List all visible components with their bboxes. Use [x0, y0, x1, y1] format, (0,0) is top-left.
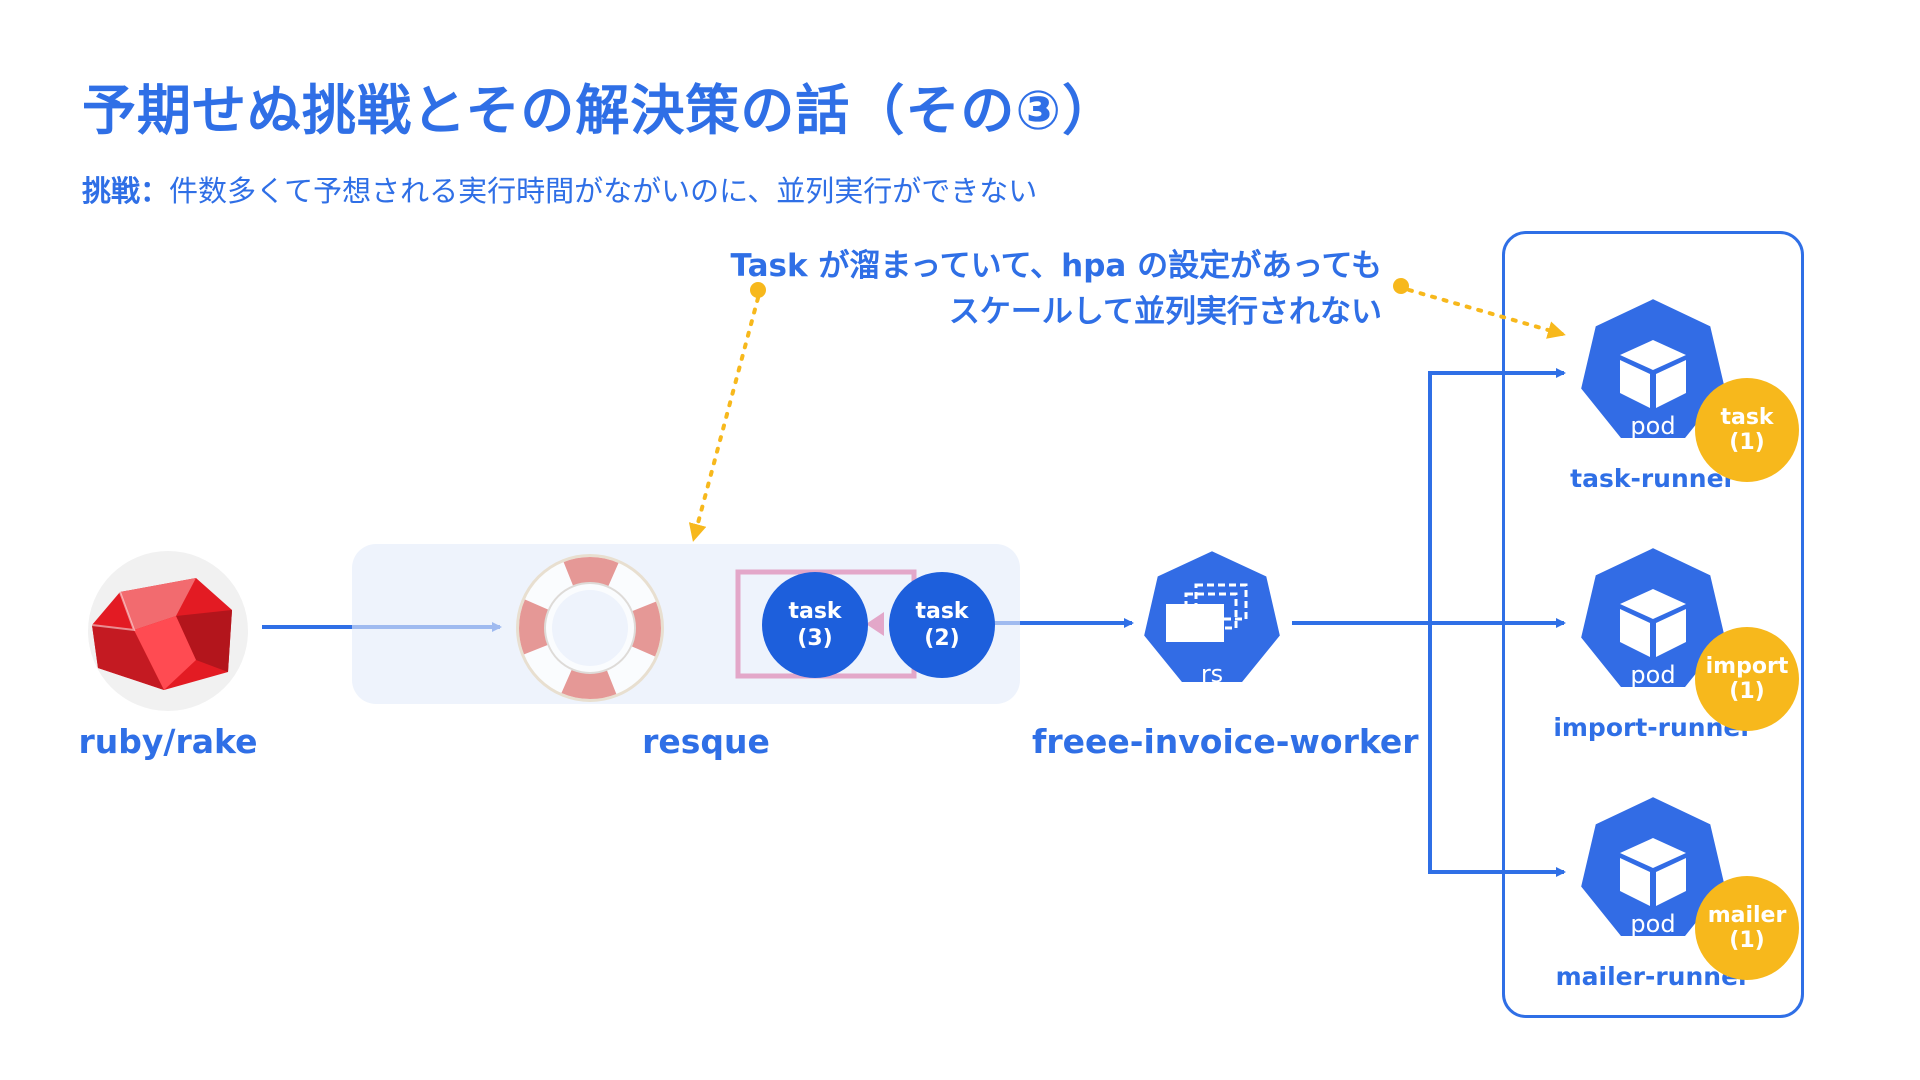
- resque-label: resque: [642, 722, 770, 761]
- callout-pointer-to-pods: [1407, 288, 1566, 339]
- badge-name: mailer: [1707, 903, 1787, 928]
- pod-task-badge: import (1): [1695, 627, 1799, 731]
- edge-worker-to-mailer-runner: [1428, 623, 1566, 877]
- queue-task: task (2): [889, 572, 995, 678]
- lifebuoy-icon: [516, 554, 664, 702]
- badge-count: (1): [1729, 928, 1765, 953]
- queue-arrowhead: [866, 612, 884, 636]
- badge-name: task: [1720, 405, 1774, 430]
- ruby-gem-icon: [88, 551, 248, 711]
- pod-cube-icon: [1576, 294, 1730, 442]
- badge-count: (1): [1729, 430, 1765, 455]
- queue-task-name: task: [915, 599, 969, 624]
- rs-icon-label: rs: [1200, 660, 1224, 688]
- callout-line-2: スケールして並列実行されない: [948, 294, 1382, 330]
- subtitle-text: 件数多くて予想される実行時間がながいのに、並列実行ができない: [169, 174, 1038, 208]
- pod-icon-label: pod: [1630, 661, 1676, 689]
- pod-cube-icon: [1576, 792, 1730, 940]
- queue-task-count: (3): [797, 626, 833, 651]
- pod-cube-icon: [1576, 543, 1730, 691]
- callout-pointer-to-resque: [688, 296, 760, 542]
- badge-name: import: [1705, 654, 1789, 679]
- subtitle: 挑戦：件数多くて予想される実行時間がながいのに、並列実行ができない: [82, 168, 1037, 210]
- queue-task-name: task: [788, 599, 842, 624]
- badge-count: (1): [1729, 679, 1765, 704]
- pod-name: task-runner: [1570, 464, 1736, 493]
- pod-task-badge: task (1): [1695, 378, 1799, 482]
- edge-worker-to-task-runner: [1428, 368, 1566, 623]
- callout-line-1: Task が溜まっていて、hpa の設定があっても: [730, 248, 1382, 284]
- pod-icon-label: pod: [1630, 412, 1676, 440]
- queue-task-count: (2): [924, 626, 960, 651]
- callout-dot-left: [750, 282, 766, 298]
- page-title: 予期せぬ挑戦とその解決策の話（その③）: [82, 79, 1118, 142]
- worker-label: freee-invoice-worker: [1032, 722, 1419, 761]
- subtitle-label: 挑戦：: [82, 174, 170, 208]
- callout-dot-right: [1393, 278, 1409, 294]
- replicaset-icon: [1139, 546, 1285, 686]
- queue-task: task (3): [762, 572, 868, 678]
- ruby-label: ruby/rake: [78, 722, 258, 761]
- pod-icon-label: pod: [1630, 910, 1676, 938]
- pod-task-badge: mailer (1): [1695, 876, 1799, 980]
